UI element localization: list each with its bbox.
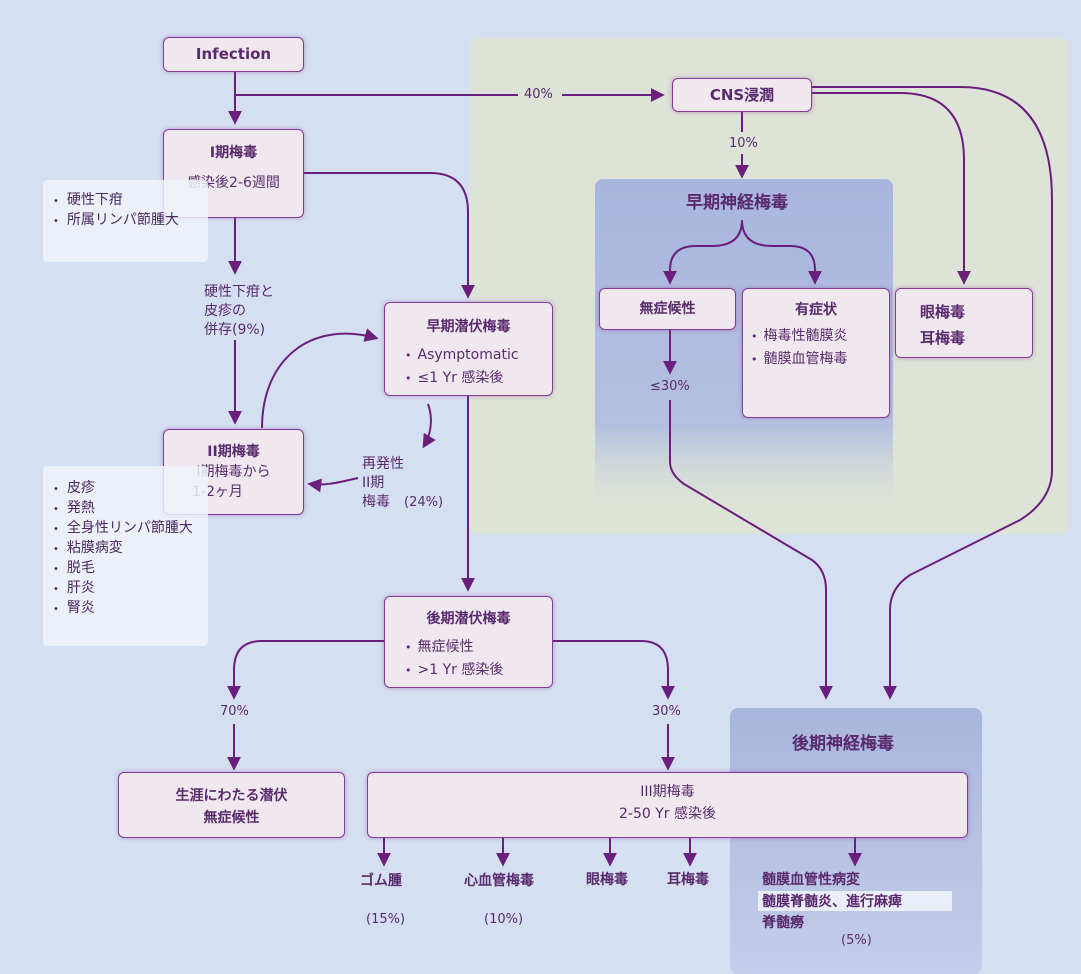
symptomatic-title: 有症状 [795,302,837,318]
late-latent-node[interactable]: 後期潜伏梅毒 無症候性 >1 Yr 感染後 [384,596,553,688]
asym-pct: ≤30% [650,379,690,394]
late-latent-item: 無症候性 [405,636,552,659]
secondary-title: II期梅毒 [207,444,260,460]
early-latent-item: ≤1 Yr 感染後 [405,367,552,390]
secondary-symptom: 肝炎 [53,579,198,599]
late-neuro-title: 後期神経梅毒 [792,734,894,754]
gumma-pct: (15%) [366,912,406,927]
symptomatic-item: 髄膜血管梅毒 [751,348,889,371]
lifelong-line2: 無症候性 [203,810,260,826]
secondary-sub1: I期梅毒から [196,464,271,480]
secondary-symptom: 粘膜病変 [53,539,198,559]
lifelong-line1: 生涯にわたる潜伏 [175,788,288,804]
relapse-label: 再発性 II期 梅毒 [362,456,404,510]
ocular-label: 眼梅毒 [920,303,966,321]
secondary-symptoms-panel: 皮疹 発熱 全身性リンパ節腫大 粘膜病変 脱毛 肝炎 腎炎 [43,466,208,646]
asymptomatic-neuro-node[interactable]: 無症候性 [599,288,736,330]
relapse-pct: (24%) [404,495,444,510]
early-latent-node[interactable]: 早期潜伏梅毒 Asymptomatic ≤1 Yr 感染後 [384,302,553,396]
late-neuro-item: 髄膜脊髄炎、進行麻痺 [758,891,952,911]
primary-title: I期梅毒 [209,145,258,161]
symptomatic-item: 梅毒性髄膜炎 [751,325,889,348]
cns-node[interactable]: CNS浸潤 [672,78,812,112]
tertiary-line2: 2-50 Yr 感染後 [619,806,716,822]
otic-label: 耳梅毒 [920,329,966,347]
late-neuro-pct: (5%) [841,933,872,948]
secondary-symptom: 全身性リンパ節腫大 [53,519,198,539]
infection-label: Infection [195,45,272,63]
coexist-label: 硬性下疳と 皮疹の 併存(9%) [204,284,274,338]
cns-early-pct: 10% [729,136,758,151]
cardio-label: 心血管梅毒 [464,873,534,889]
early-neuro-title: 早期神経梅毒 [686,193,788,213]
gumma-label: ゴム腫 [360,873,402,889]
primary-symptom: 所属リンパ節腫大 [53,211,198,231]
primary-symptom: 硬性下疳 [53,191,198,211]
late-latent-item: >1 Yr 感染後 [405,659,552,682]
to-cns-pct: 40% [524,87,553,102]
secondary-symptom: 発熱 [53,499,198,519]
early-latent-title: 早期潜伏梅毒 [426,319,511,335]
ocular-outcome-label: 眼梅毒 [586,872,628,888]
late-latent-title: 後期潜伏梅毒 [426,611,511,627]
otic-outcome-label: 耳梅毒 [667,872,709,888]
asymptomatic-label: 無症候性 [639,301,696,317]
tertiary-line1: III期梅毒 [640,784,695,800]
symptomatic-neuro-node[interactable]: 有症状 梅毒性髄膜炎 髄膜血管梅毒 [742,288,890,418]
secondary-symptom: 腎炎 [53,599,198,619]
primary-symptoms-panel: 硬性下疳 所属リンパ節腫大 [43,180,208,262]
ocular-otic-node[interactable]: 眼梅毒 耳梅毒 [895,288,1033,358]
cns-label: CNS浸潤 [709,86,775,104]
infection-node[interactable]: Infection [163,37,304,72]
lifelong-pct: 70% [220,704,249,719]
late-neuro-item: 脊髄癆 [762,915,804,931]
secondary-symptom: 脱毛 [53,559,198,579]
early-latent-item: Asymptomatic [405,344,552,367]
cardio-pct: (10%) [484,912,524,927]
secondary-symptom: 皮疹 [53,479,198,499]
tertiary-pct: 30% [652,704,681,719]
late-neuro-item: 髄膜血管性病変 [762,872,860,888]
tertiary-syphilis-node[interactable]: III期梅毒 2-50 Yr 感染後 [367,772,968,838]
lifelong-latent-node[interactable]: 生涯にわたる潜伏 無症候性 [118,772,345,838]
primary-sub: 感染後2-6週間 [187,175,280,191]
